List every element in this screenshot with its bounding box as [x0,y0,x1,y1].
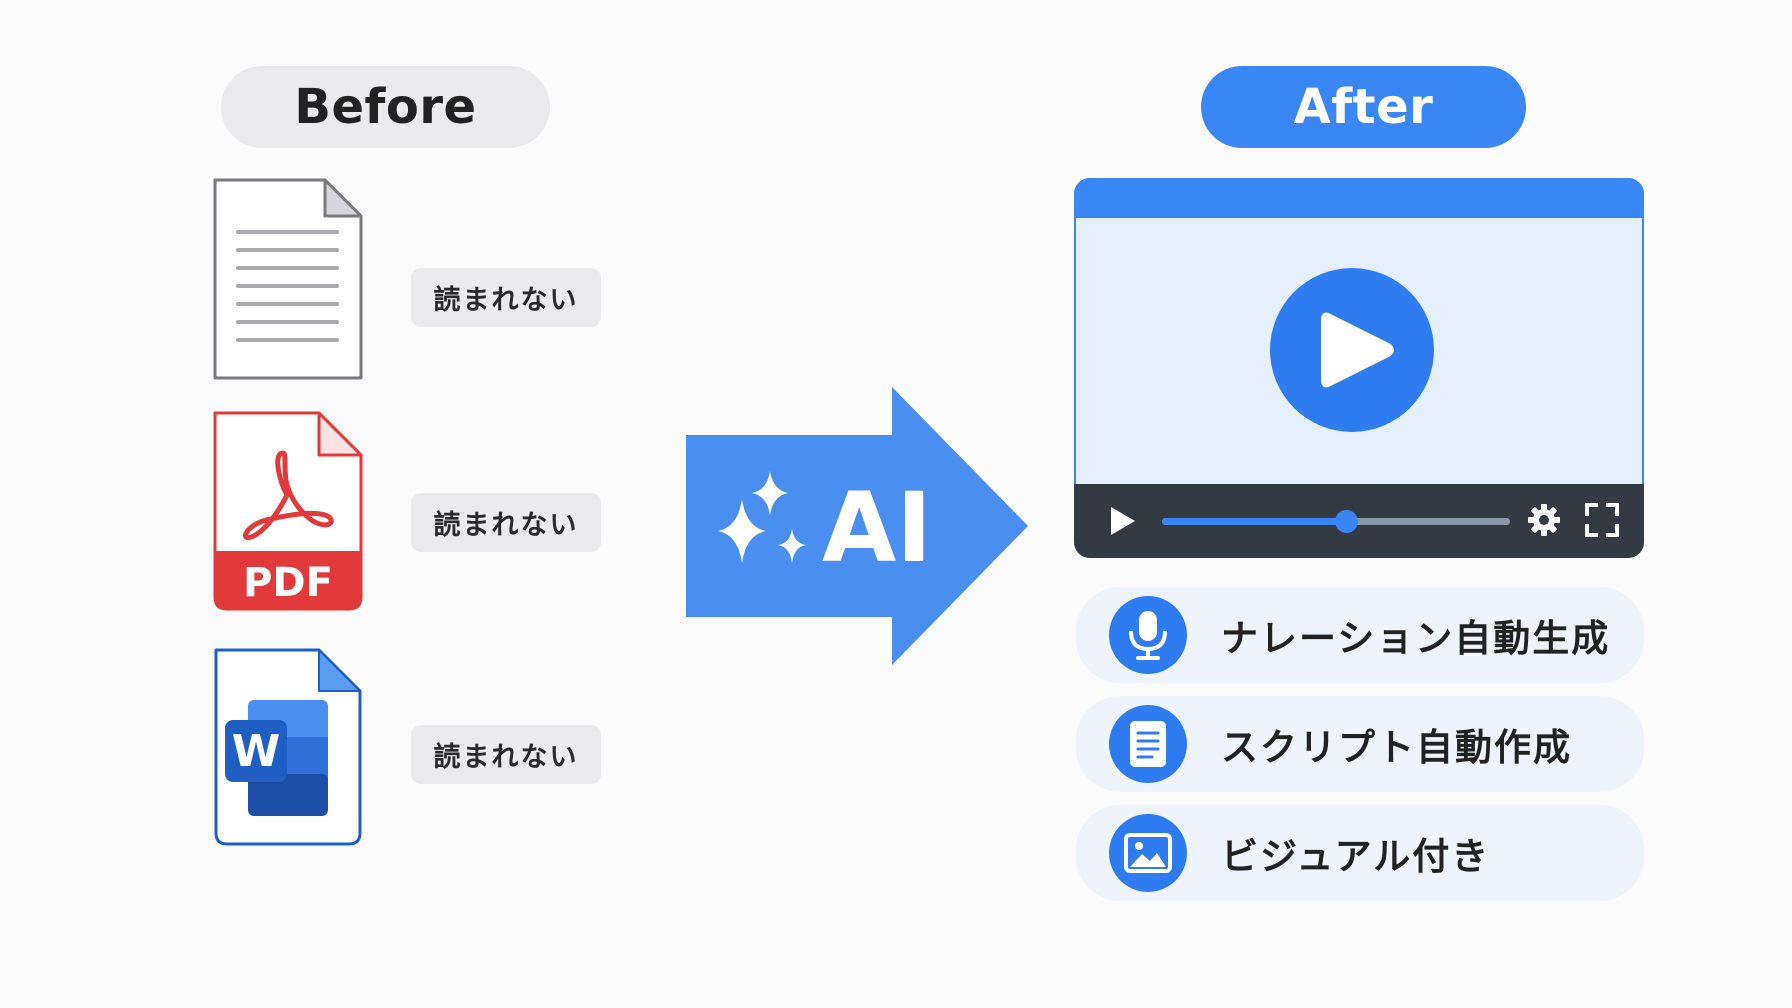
feature-narration: ナレーション自動生成 [1076,587,1644,683]
before-header: Before [221,66,550,148]
microphone-icon [1109,596,1187,674]
feature-visual: ビジュアル付き [1076,805,1644,901]
progress-bar[interactable] [1162,510,1510,533]
word-letter: W [231,725,281,777]
video-player[interactable] [1074,178,1644,558]
ai-arrow [686,387,1030,673]
pdf-document-icon: PDF [213,411,363,611]
document-lines-icon [1109,705,1187,783]
feature-label-script: スクリプト自動作成 [1221,726,1572,769]
settings-icon[interactable] [1526,502,1562,538]
play-button[interactable] [1270,268,1434,432]
player-title-bar [1074,178,1644,218]
unreadable-badge-pdf: 読まれない [411,493,601,552]
play-icon [1321,312,1394,388]
unreadable-badge-text: 読まれない [411,268,601,327]
fullscreen-icon[interactable] [1584,502,1620,538]
player-controls [1074,484,1644,558]
progress-fill [1162,518,1347,525]
unreadable-badge-word: 読まれない [411,725,601,784]
sparkles-icon [718,471,806,563]
ai-label: AI [822,472,933,584]
image-icon [1109,814,1187,892]
progress-handle[interactable] [1335,510,1359,533]
text-document-icon [213,178,363,380]
word-document-icon: W [213,647,363,847]
play-small-icon[interactable] [1108,505,1138,537]
feature-label-visual: ビジュアル付き [1221,835,1491,878]
pdf-label: PDF [243,560,333,606]
feature-script: スクリプト自動作成 [1076,696,1644,792]
after-header: After [1201,66,1526,148]
feature-label-narration: ナレーション自動生成 [1221,617,1611,660]
